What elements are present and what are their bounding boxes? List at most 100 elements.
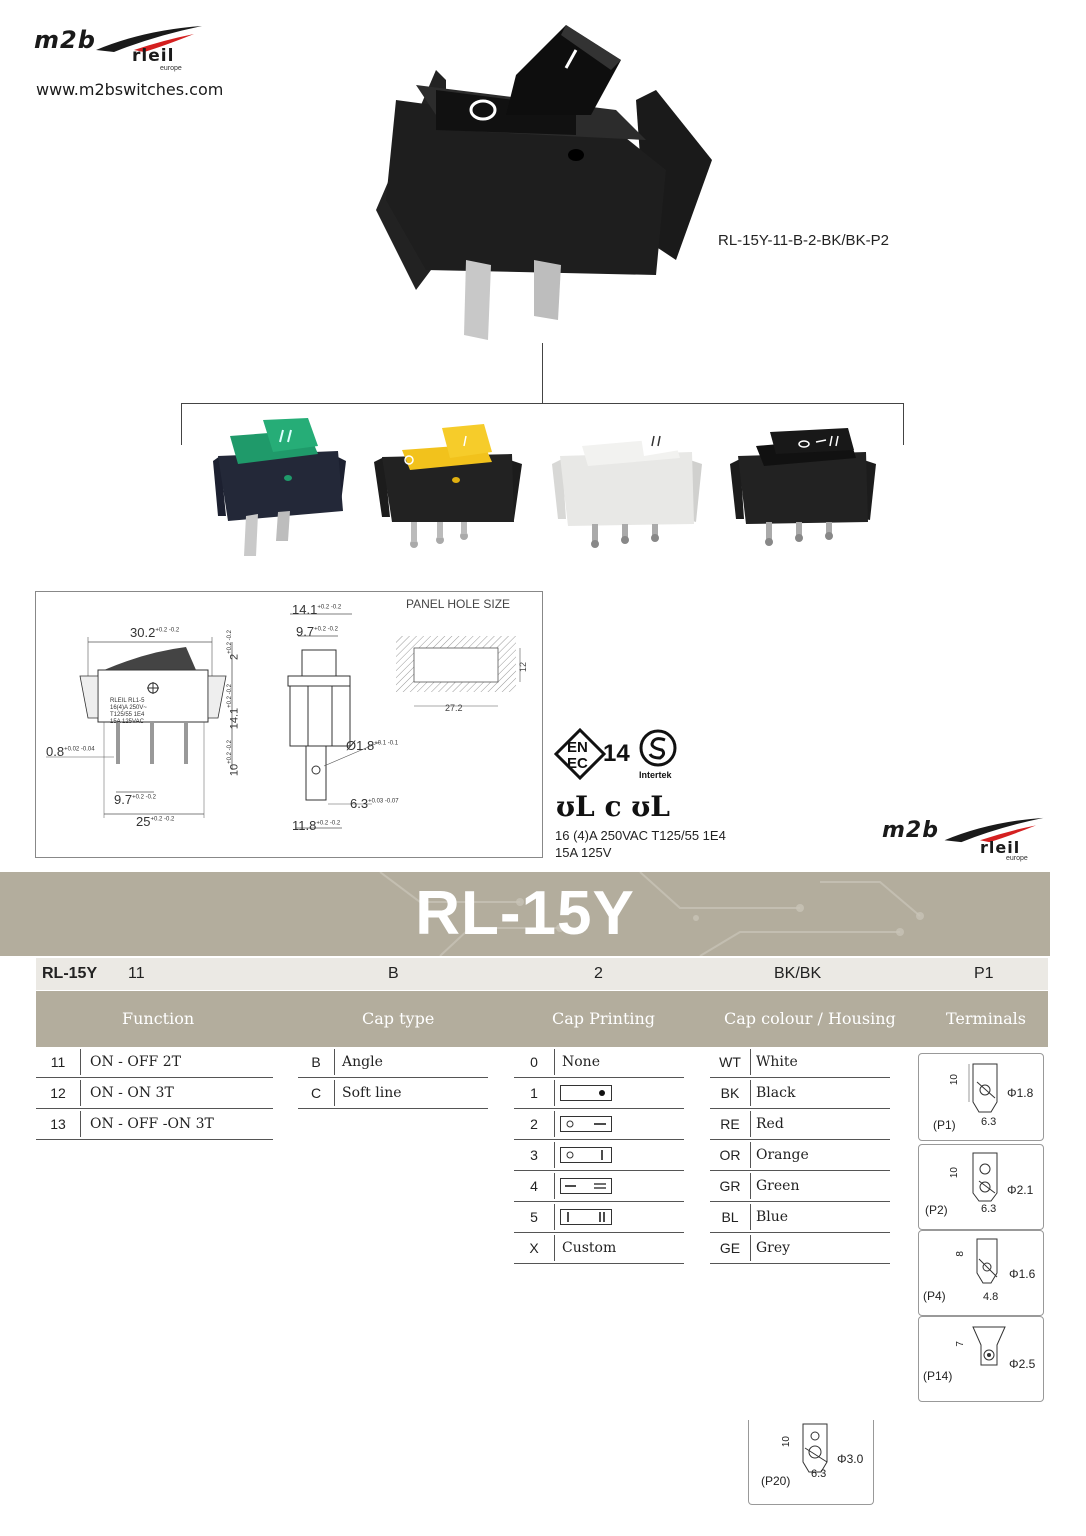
cap-printing-code: X — [529, 1240, 539, 1256]
terminal-card-p4: 8 Φ1.6 (P4) 4.8 — [918, 1230, 1044, 1316]
table-row: 12 ON - ON 3T — [36, 1078, 273, 1109]
cell-divider — [554, 1080, 555, 1106]
table-row: 11 ON - OFF 2T — [36, 1047, 273, 1078]
cell-divider — [554, 1111, 555, 1137]
cell-divider — [750, 1235, 751, 1261]
colour-code: OR — [719, 1147, 741, 1163]
table-row: WT White — [710, 1047, 890, 1078]
terminal-p1-icon — [968, 1063, 998, 1113]
cell-divider — [80, 1080, 81, 1106]
dim-9-7-bottom: 9.7+0.2 -0.2 — [114, 792, 156, 807]
rating-line-1: 16 (4)A 250VAC T125/55 1E4 — [555, 828, 726, 843]
function-table: 11 ON - OFF 2T 12 ON - ON 3T 13 ON - OFF… — [36, 1047, 273, 1147]
table-row: 4 — [514, 1171, 684, 1202]
cap-colour-table: WT White BK Black RE Red OR Orange GR Gr… — [710, 1047, 890, 1267]
colour-code: BL — [721, 1209, 739, 1225]
rating-line-2: 15A 125V — [555, 845, 612, 860]
title-banner: RL-15Y — [0, 872, 1050, 956]
intertek-label: Intertek — [639, 770, 672, 780]
cap-printing-table: 0 None 1 2 3 4 5 X Custom — [514, 1047, 684, 1267]
dim-6-3: 6.3+0.03 -0.07 — [350, 796, 399, 811]
colour-code: BK — [720, 1085, 740, 1101]
enec-mark-icon: EN EC — [554, 728, 606, 780]
page-title: RL-15Y — [415, 879, 635, 948]
column-header-terminals: Terminals — [946, 1009, 1027, 1028]
code-colour: BK/BK — [774, 965, 822, 982]
cell-divider — [750, 1049, 751, 1075]
body-marking-line: RLEIL RL1-5 — [110, 698, 145, 704]
variant-green-switch-image — [213, 418, 346, 556]
logo-m2b-text: m2b — [882, 818, 939, 843]
cap-printing-label: Custom — [562, 1240, 617, 1256]
cap-type-table: B Angle C Soft line — [298, 1047, 488, 1117]
table-row: BL Blue — [710, 1202, 890, 1233]
cell-divider — [750, 1142, 751, 1168]
terminal-width: 6.3 — [981, 1116, 997, 1128]
function-label: ON - OFF 2T — [90, 1054, 181, 1070]
cell-divider — [554, 1049, 555, 1075]
side-view-drawing — [287, 613, 381, 829]
variant-black-switch-image — [730, 428, 876, 546]
terminal-height: 8 — [955, 1251, 966, 1257]
svg-text:EC: EC — [567, 755, 588, 772]
terminal-p14-icon — [972, 1326, 1006, 1366]
cap-printing-code: 2 — [530, 1116, 538, 1132]
logo-europe-text: europe — [1006, 855, 1028, 862]
terminal-card-p2: 10 Φ2.1 (P2) 6.3 — [918, 1144, 1044, 1230]
terminal-height: 7 — [955, 1341, 966, 1347]
circuit-pattern-icon — [379, 872, 924, 956]
bracket-left-leg — [181, 403, 182, 445]
code-terminals: P1 — [974, 965, 994, 982]
main-switch-image — [376, 25, 712, 340]
cell-divider — [554, 1142, 555, 1168]
cell-divider — [750, 1204, 751, 1230]
website-link[interactable]: www.m2bswitches.com — [36, 80, 224, 99]
table-row: 0 None — [514, 1047, 684, 1078]
ul-marks-icon: ʊL c ʊL — [556, 790, 670, 823]
table-row: OR Orange — [710, 1140, 890, 1171]
logo-swoosh-icon — [96, 26, 202, 52]
column-header-function: Function — [122, 1009, 195, 1028]
terminal-card-p14: 7 Φ2.5 (P14) — [918, 1316, 1044, 1402]
colour-code: GR — [719, 1178, 741, 1194]
cap-printing-code: 3 — [530, 1147, 538, 1163]
terminal-name: (P20) — [761, 1474, 791, 1488]
body-marking-line: 16(4)A 250V~ — [110, 705, 147, 711]
function-code: 13 — [50, 1116, 66, 1132]
cell-divider — [334, 1080, 335, 1106]
model-code-label: RL-15Y-11-B-2-BK/BK-P2 — [718, 232, 889, 249]
colour-label: Grey — [756, 1240, 791, 1256]
dim-10: 10+0.2 -0.2 — [227, 740, 241, 777]
column-header-cap-type: Cap type — [362, 1009, 435, 1028]
cap-type-code: C — [310, 1085, 322, 1101]
intertek-s-mark-icon — [639, 729, 677, 767]
hole-width-dim: 27.2 — [445, 703, 463, 713]
m2b-logo: m2b rleil europe — [34, 22, 204, 74]
dim-2: 2+0.2 -0.2 — [227, 630, 241, 660]
dim-9-7-top: 9.7+0.2 -0.2 — [296, 624, 338, 639]
code-row: RL-15Y 11 B 2 BK/BK P1 — [36, 958, 1048, 990]
cap-type-code: B — [311, 1054, 321, 1070]
table-row: 5 — [514, 1202, 684, 1233]
technical-drawing-box: PANEL HOLE SIZE RLEIL RL1-5 16(4)A 250V~… — [35, 591, 543, 858]
table-row: 2 — [514, 1109, 684, 1140]
code-series: RL-15Y — [42, 965, 98, 982]
cell-divider — [750, 1173, 751, 1199]
table-row: BK Black — [710, 1078, 890, 1109]
panel-hole-size-label: PANEL HOLE SIZE — [406, 597, 511, 611]
terminal-p20-icon — [802, 1423, 828, 1473]
printing-symbol-o-dash-icon — [560, 1116, 612, 1132]
variant-yellow-switch-image — [374, 424, 522, 548]
column-header-row: Function Cap type Cap Printing Cap colou… — [36, 991, 1048, 1047]
function-code: 12 — [50, 1085, 66, 1101]
hole-height-dim: 12 — [518, 662, 528, 673]
terminal-hole: Φ2.5 — [1009, 1357, 1036, 1371]
terminal-height: 10 — [949, 1167, 960, 1179]
table-row: B Angle — [298, 1047, 488, 1078]
dim-14-1-vertical: 14.1+0.2 -0.2 — [227, 684, 241, 730]
dim-0-8: 0.8+0.02 -0.04 — [46, 744, 95, 759]
table-row: GE Grey — [710, 1233, 890, 1264]
variant-white-switch-image — [552, 428, 702, 548]
terminal-height: 10 — [781, 1436, 792, 1448]
terminal-name: (P1) — [933, 1118, 956, 1132]
